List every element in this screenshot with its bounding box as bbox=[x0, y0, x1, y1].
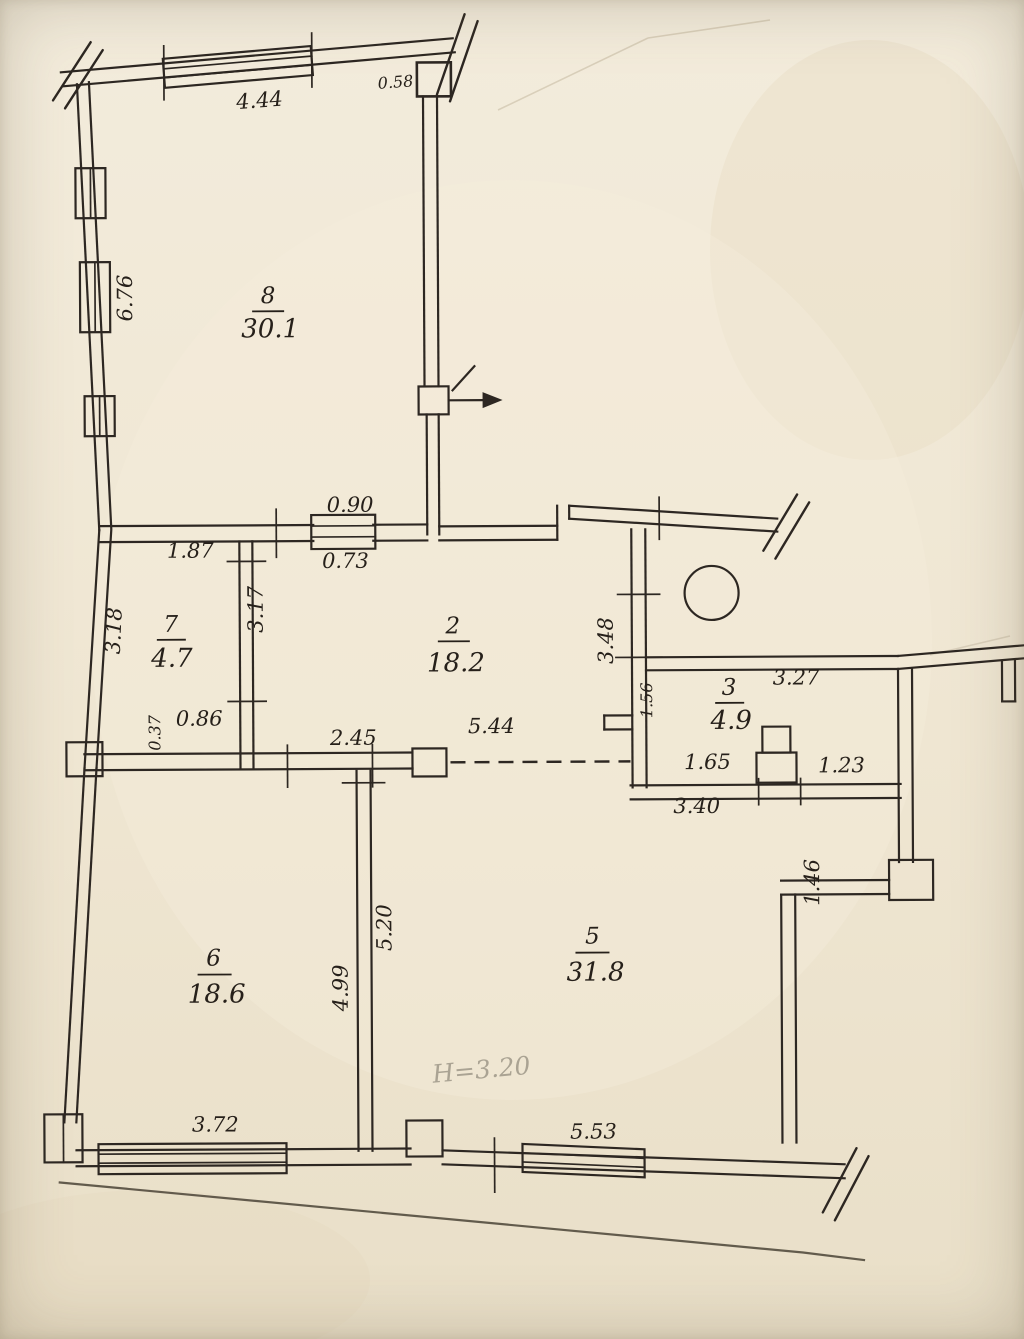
room-area: 18.6 bbox=[188, 979, 246, 1009]
window-bottom-left bbox=[97, 1142, 288, 1176]
room-number: 2 bbox=[444, 613, 460, 639]
walls-layer bbox=[43, 32, 1024, 1193]
dim-0-86: 0.86 bbox=[176, 707, 223, 731]
dim-0-90: 0.90 bbox=[327, 493, 374, 517]
dim-3-72: 3.72 bbox=[192, 1112, 239, 1136]
dim-3-40: 3.40 bbox=[673, 794, 720, 818]
room-label-5: 5 31.8 bbox=[567, 924, 625, 988]
window-left-3 bbox=[83, 394, 116, 438]
room-label-3: 3 4.9 bbox=[710, 675, 753, 736]
window-left-2 bbox=[78, 260, 112, 334]
dim-4-99: 4.99 bbox=[329, 964, 353, 1012]
dim-5-53: 5.53 bbox=[570, 1119, 617, 1143]
wall-stub bbox=[603, 714, 634, 731]
dim-1-56: 1.56 bbox=[637, 682, 656, 718]
dim-4-44: 4.44 bbox=[234, 87, 283, 115]
window-left-4 bbox=[43, 1113, 84, 1164]
dim-1-87: 1.87 bbox=[167, 539, 215, 563]
room-area: 30.1 bbox=[241, 314, 299, 344]
entrance-arrow bbox=[447, 364, 503, 409]
dim-3-17: 3.17 bbox=[244, 585, 268, 633]
room-area: 18.2 bbox=[427, 648, 485, 678]
room-number: 8 bbox=[261, 283, 276, 309]
dim-3-27: 3.27 bbox=[773, 665, 821, 689]
toilet-fixture bbox=[755, 725, 798, 784]
window-top bbox=[161, 32, 315, 101]
dim-5-44: 5.44 bbox=[468, 714, 515, 738]
dim-2-45: 2.45 bbox=[329, 726, 377, 750]
room-label-8: 8 30.1 bbox=[241, 283, 299, 344]
room-number: 7 bbox=[163, 612, 178, 638]
room-number: 5 bbox=[585, 924, 600, 950]
column-circle bbox=[683, 564, 740, 622]
room-area: 4.9 bbox=[710, 706, 753, 736]
wall-pier bbox=[415, 61, 453, 98]
dim-6-76: 6.76 bbox=[113, 275, 137, 322]
dim-0-58: 0.58 bbox=[377, 71, 414, 93]
dim-1-65: 1.65 bbox=[684, 750, 731, 774]
window-bottom-right bbox=[521, 1142, 646, 1179]
room-area: 4.7 bbox=[150, 644, 193, 674]
window-left-1 bbox=[74, 167, 107, 220]
break-marks bbox=[51, 13, 870, 1222]
opening-box-090 bbox=[310, 513, 377, 551]
room-area: 31.8 bbox=[567, 957, 625, 987]
page-edge-line bbox=[58, 1181, 866, 1262]
labels-layer: 8 30.1 7 4.7 2 18.2 3 4.9 5 31.8 6 18.6 bbox=[101, 71, 865, 1143]
room-label-6: 6 18.6 bbox=[188, 946, 246, 1010]
room-number: 6 bbox=[206, 946, 221, 972]
dim-0-73: 0.73 bbox=[322, 549, 369, 573]
dashed-opening bbox=[450, 760, 631, 764]
room-label-2: 2 18.2 bbox=[427, 613, 485, 678]
dim-1-23: 1.23 bbox=[818, 753, 865, 777]
room-label-7: 7 4.7 bbox=[150, 612, 193, 674]
room-number: 3 bbox=[722, 675, 737, 701]
opening-box-245 bbox=[411, 747, 448, 778]
dim-3-48: 3.48 bbox=[594, 617, 618, 664]
dim-3-18: 3.18 bbox=[101, 607, 127, 655]
paper-stains bbox=[0, 40, 1024, 1339]
dim-5-20: 5.20 bbox=[372, 904, 396, 951]
dim-0-37: 0.37 bbox=[145, 714, 164, 751]
dim-1-46: 1.46 bbox=[800, 859, 824, 906]
wall-pier bbox=[405, 1119, 444, 1158]
